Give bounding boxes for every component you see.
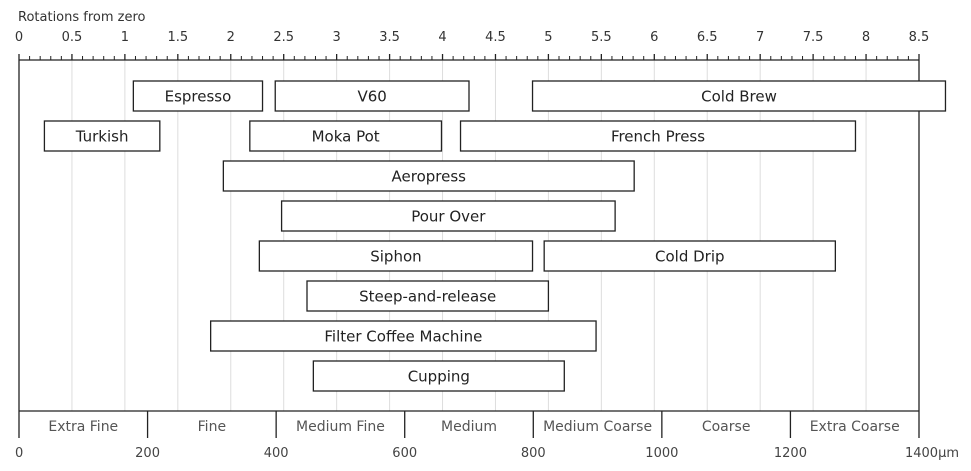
bar-label-filter-coffee-machine: Filter Coffee Machine (324, 328, 482, 346)
grind-size-fine: Fine (198, 419, 226, 435)
grid-lines (71, 60, 867, 411)
x-tick-label-0: 0 (15, 30, 23, 45)
grind-size-medium: Medium (441, 419, 497, 435)
bar-v60 (274, 80, 470, 112)
bar-label-steep-and-release: Steep-and-release (359, 288, 496, 306)
bar-label-pour-over: Pour Over (411, 208, 486, 226)
axis-title: Rotations from zero (18, 10, 146, 25)
x-tick-label-6.5: 6.5 (697, 30, 718, 45)
x-tick-label-7: 7 (756, 30, 764, 45)
micron-label-400: 400 (264, 446, 289, 461)
micron-label-1400µm: 1400µm (905, 446, 959, 461)
bar-label-cupping: Cupping (408, 368, 470, 386)
bar-label-siphon: Siphon (370, 248, 421, 266)
x-tick-label-8: 8 (862, 30, 870, 45)
x-tick-label-7.5: 7.5 (803, 30, 824, 45)
bar-moka-pot (249, 120, 443, 152)
x-tick-label-1.5: 1.5 (167, 30, 188, 45)
bar-cold-drip (543, 240, 837, 272)
x-tick-label-5: 5 (544, 30, 552, 45)
bar-french-press (459, 120, 857, 152)
x-tick-label-6: 6 (650, 30, 658, 45)
x-tick-label-8.5: 8.5 (909, 30, 930, 45)
bar-label-v60: V60 (357, 88, 386, 106)
bar-turkish (43, 120, 161, 152)
bar-label-turkish: Turkish (75, 128, 129, 146)
bar-espresso (132, 80, 264, 112)
x-tick-label-4.5: 4.5 (485, 30, 506, 45)
micron-label-200: 200 (135, 446, 160, 461)
x-tick-label-4: 4 (438, 30, 446, 45)
bar-filter-coffee-machine (209, 320, 597, 352)
bar-label-cold-drip: Cold Drip (655, 248, 725, 266)
bar-cupping (312, 360, 565, 392)
bar-label-espresso: Espresso (165, 88, 232, 106)
grind-size-medium-fine: Medium Fine (296, 419, 385, 435)
top-axis: 0 0.5 1 1.5 2 2.5 3 3.5 4 4.5 5 5.5 6 6.5 7 7.5 8 8.5 (15, 30, 929, 438)
bar-steep-and-release (306, 280, 550, 312)
micron-label-1000: 1000 (645, 446, 678, 461)
x-tick-label-5.5: 5.5 (591, 30, 612, 45)
bar-label-french-press: French Press (611, 128, 705, 146)
micron-label-600: 600 (392, 446, 417, 461)
x-tick-label-3: 3 (333, 30, 341, 45)
micron-label-0: 0 (15, 446, 23, 461)
x-tick-label-2.5: 2.5 (273, 30, 294, 45)
x-tick-label-3.5: 3.5 (379, 30, 400, 45)
grind-size-extra-coarse: Extra Coarse (810, 419, 900, 435)
micron-label-1200: 1200 (774, 446, 807, 461)
bar-aeropress (222, 160, 635, 192)
grind-size-coarse: Coarse (702, 419, 751, 435)
bar-cold-brew (531, 80, 947, 112)
micron-label-800: 800 (521, 446, 546, 461)
bar-siphon (258, 240, 534, 272)
bar-pour-over (280, 200, 616, 232)
grind-size-medium-coarse: Medium Coarse (543, 419, 652, 435)
bar-label-aeropress: Aeropress (392, 168, 467, 186)
x-tick-label-0.5: 0.5 (62, 30, 83, 45)
bar-label-moka-pot: Moka Pot (312, 128, 380, 146)
grind-size-scale: Extra Fine Fine Medium Fine Medium Medium Co… (15, 410, 959, 461)
bar-label-cold-brew: Cold Brew (701, 88, 777, 106)
x-tick-label-2: 2 (227, 30, 235, 45)
x-tick-label-1: 1 (121, 30, 129, 45)
grind-size-extra-fine: Extra Fine (48, 419, 118, 435)
